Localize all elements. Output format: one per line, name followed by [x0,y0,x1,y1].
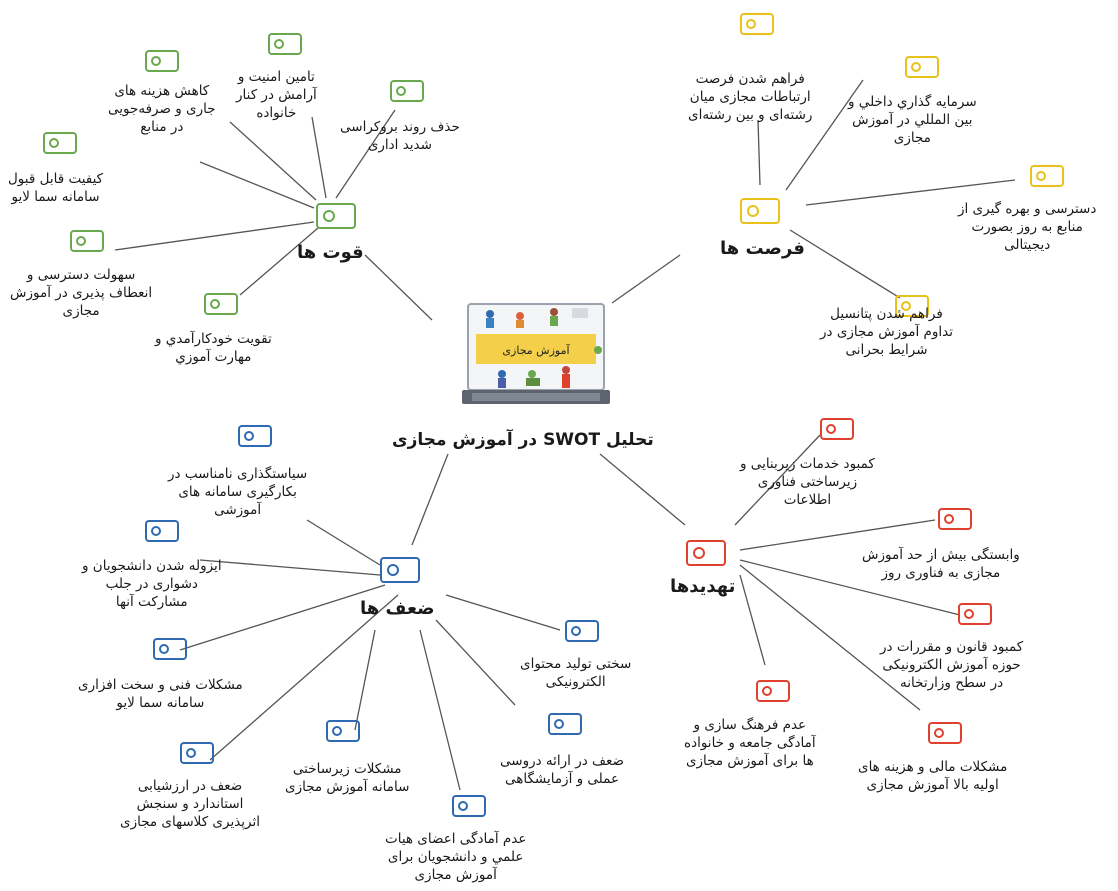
strengths-branch-icon [316,203,356,229]
weakness-item-icon [145,520,179,542]
threat-item-icon [928,722,962,744]
weakness-item-icon [565,620,599,642]
strength-item-icon [145,50,179,72]
threat-item-icon [756,680,790,702]
strength-item-icon [43,132,77,154]
threat-item-icon [938,508,972,530]
root-title: تحلیل SWOT در آموزش مجازی [392,430,654,450]
opportunities-branch-icon [740,198,780,224]
strength-item-icon [204,293,238,315]
opportunity-item-icon [905,56,939,78]
threats-branch-icon [686,540,726,566]
opportunities-title: فرصت ها [720,238,805,259]
weaknesses-title: ضعف ها [360,598,435,619]
strengths-title: قوت ها [297,242,364,263]
opportunity-item-icon [1030,165,1064,187]
laptop-online-learning-illustration: آموزش مجازی [462,303,610,404]
threat-item-icon [958,603,992,625]
weaknesses-branch-icon [380,557,420,583]
weakness-item-icon [238,425,272,447]
threat-item-icon [820,418,854,440]
weakness-item-icon [326,720,360,742]
strength-item-icon [390,80,424,102]
image-caption: آموزش مجازی [502,343,570,357]
weakness-item-icon [180,742,214,764]
weakness-item-icon [153,638,187,660]
opportunity-item-icon [895,295,929,317]
threats-title: تهدیدها [670,576,736,597]
opportunity-item-icon [740,13,774,35]
strength-item-icon [268,33,302,55]
weakness-item-icon [452,795,486,817]
strength-item-icon [70,230,104,252]
weakness-item-icon [548,713,582,735]
